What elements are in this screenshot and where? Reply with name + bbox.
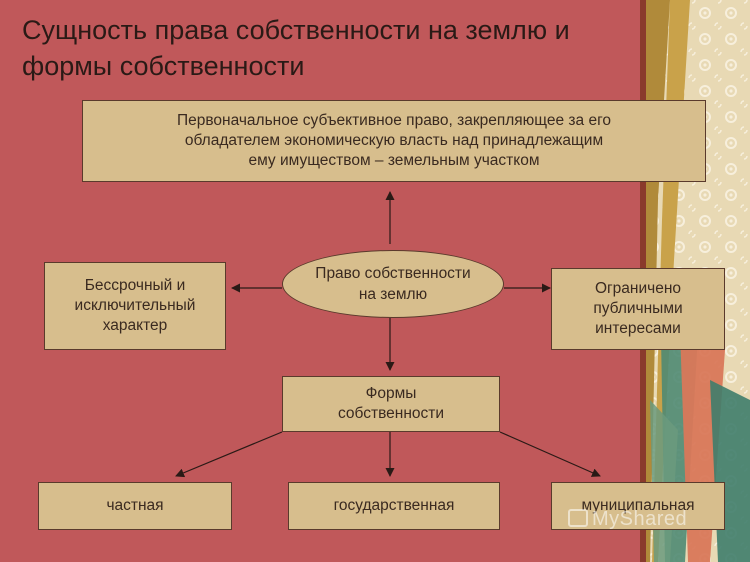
arrow-to-private bbox=[175, 431, 283, 478]
state-label: государственная bbox=[333, 497, 455, 514]
forms-line-2: собственности bbox=[337, 405, 445, 422]
private-label: частная bbox=[106, 497, 164, 514]
title-line-2: формы собственности bbox=[22, 51, 305, 81]
left-line-2: исключительный bbox=[74, 297, 196, 314]
center-line-1: Право собственности bbox=[315, 265, 471, 282]
presentation-icon bbox=[568, 509, 588, 527]
right-line-2: публичными bbox=[593, 300, 683, 317]
definition-line-3: ему имуществом – земельным участком bbox=[248, 152, 540, 169]
slide-title: Сущность права собственности на землю и … bbox=[22, 12, 622, 84]
right-node-box: Ограничено публичными интересами bbox=[551, 268, 725, 350]
watermark-text: MyShared bbox=[592, 508, 688, 530]
center-line-2: на землю bbox=[358, 286, 428, 303]
definition-line-2: обладателем экономическую власть над при… bbox=[184, 132, 604, 149]
forms-line-1: Формы bbox=[365, 385, 417, 402]
left-node-box: Бессрочный и исключительный характер bbox=[44, 262, 226, 350]
watermark: MyShared bbox=[568, 506, 718, 532]
right-line-3: интересами bbox=[595, 320, 681, 337]
private-box: частная bbox=[38, 482, 232, 530]
state-box: государственная bbox=[288, 482, 500, 530]
left-line-1: Бессрочный и bbox=[84, 277, 186, 294]
right-line-1: Ограничено bbox=[594, 280, 682, 297]
title-line-1: Сущность права собственности на землю и bbox=[22, 15, 570, 45]
center-node: Право собственности на землю bbox=[282, 250, 504, 318]
definition-line-1: Первоначальное субъективное право, закре… bbox=[176, 112, 612, 129]
connector-arrows bbox=[175, 191, 601, 478]
forms-box: Формы собственности bbox=[282, 376, 500, 432]
definition-box: Первоначальное субъективное право, закре… bbox=[82, 100, 706, 182]
municipal-label: муниципальная bbox=[581, 497, 695, 514]
arrow-to-municipal bbox=[499, 431, 601, 477]
municipal-box: муниципальная bbox=[551, 482, 725, 530]
left-line-3: характер bbox=[102, 317, 168, 334]
